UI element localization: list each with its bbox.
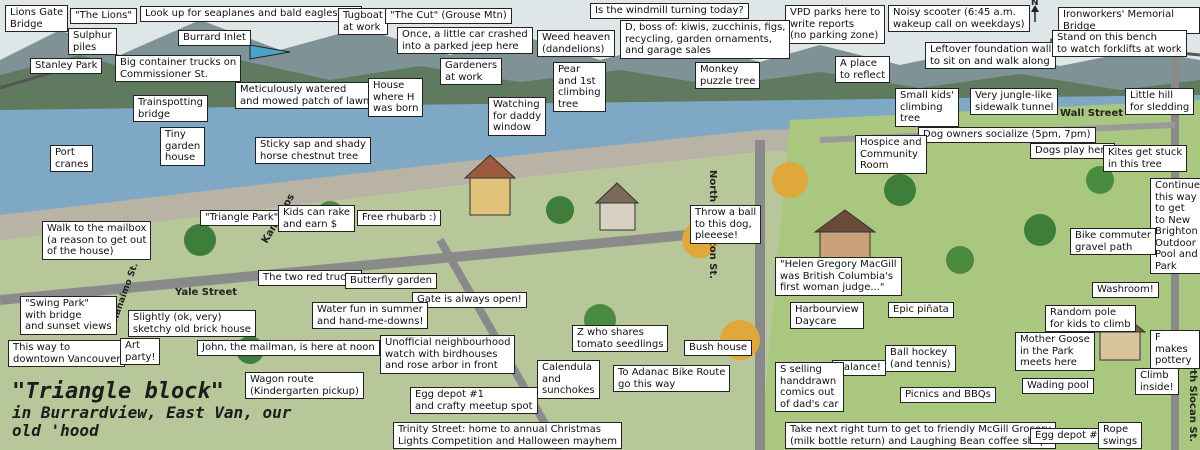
compass-arrowhead-icon — [1031, 5, 1039, 12]
label-mailman: John, the mailman, is here at noon — [197, 340, 380, 356]
label-butterfly: Butterfly garden — [345, 273, 437, 289]
label-bush-house: Bush house — [684, 340, 753, 356]
label-washroom: Washroom! — [1092, 282, 1159, 298]
label-d-boss: D, boss of: kiwis, zucchinis, figs, recy… — [620, 20, 791, 59]
label-monkey-puzzle: Monkey puzzle tree — [695, 62, 761, 89]
label-the-cut: "The Cut" (Grouse Mtn) — [385, 8, 512, 24]
label-water-fun: Water fun in summer and hand-me-downs! — [312, 302, 429, 329]
label-weed-heaven: Weed heaven (dandelions) — [537, 30, 616, 57]
label-random-pole: Random pole for kids to climb — [1045, 305, 1136, 332]
house-roof — [594, 182, 640, 204]
map-title-line-2: in Burrardview, East Van, our old 'hood — [12, 403, 292, 440]
tree — [184, 224, 216, 256]
label-egg-depot-1: Egg depot #1 and crafty meetup spot — [410, 387, 538, 414]
label-rope-swings: Rope swings — [1098, 422, 1143, 449]
tree — [884, 174, 916, 206]
label-burrard-inlet: Burrard Inlet — [178, 30, 251, 46]
label-foundation-wall: Leftover foundation wall to sit on and w… — [925, 42, 1057, 69]
tree — [1024, 214, 1056, 246]
label-windmill: Is the windmill turning today? — [590, 3, 749, 19]
seaplane-icon — [249, 44, 291, 60]
label-ironworkers: Ironworkers' Memorial Bridge — [1058, 7, 1200, 34]
label-s-comics: S selling handdrawn comics out of dad's … — [775, 362, 844, 412]
label-egg-depot-2: Egg depot #2 — [1030, 428, 1109, 444]
label-ball-hockey: Ball hockey (and tennis) — [885, 345, 956, 372]
fieldhouse — [1099, 329, 1141, 361]
label-wagon: Wagon route (Kindergarten pickup) — [245, 372, 364, 399]
label-little-hill: Little hill for sledding — [1125, 88, 1195, 115]
label-lawn: Meticulously watered and mowed patch of … — [235, 82, 375, 109]
label-trainspotting: Trainspotting bridge — [133, 95, 208, 122]
label-container-trucks: Big container trucks on Commissioner St. — [115, 55, 242, 82]
tree — [946, 246, 974, 274]
yale-street-road — [0, 225, 741, 305]
label-helen: "Helen Gregory MacGill was British Colum… — [775, 257, 902, 296]
label-free-rhubarb: Free rhubarb :) — [357, 210, 442, 226]
hospice-building — [819, 229, 871, 261]
tree — [546, 196, 574, 224]
label-house-born: House where H was born — [368, 78, 424, 117]
label-small-kids-tree: Small kids' climbing tree — [895, 88, 959, 127]
house — [469, 174, 511, 216]
label-swing-park: "Swing Park" with bridge and sunset view… — [20, 296, 117, 335]
label-picnics: Picnics and BBQs — [900, 387, 996, 403]
label-stand-bench: Stand on this bench to watch forklifts a… — [1052, 30, 1187, 57]
house-roof — [463, 154, 517, 179]
label-lions-gate: Lions Gate Bridge — [5, 5, 69, 32]
label-climb-inside: Climb inside! — [1135, 368, 1179, 395]
label-walk-mailbox: Walk to the mailbox (a reason to get out… — [42, 221, 152, 260]
label-gardeners: Gardeners at work — [440, 58, 503, 85]
label-pear-tree: Pear and 1st climbing tree — [553, 62, 606, 112]
wall-street-label: Wall Street — [1060, 108, 1124, 119]
label-seaplanes: Look up for seaplanes and bald eagles to… — [140, 6, 362, 22]
label-downtown: This way to downtown Vancouver — [8, 340, 126, 367]
label-daddy-window: Watching for daddy window — [488, 97, 547, 136]
label-kids-rake: Kids can rake and earn $ — [278, 205, 356, 232]
label-art-party: Art party! — [120, 338, 161, 365]
label-wading: Wading pool — [1022, 378, 1094, 394]
house — [599, 199, 636, 231]
label-dogs-play: Dogs play here — [1030, 143, 1116, 159]
label-mcgill: Take next right turn to get to friendly … — [785, 422, 1057, 449]
label-f-pottery: F makes pottery — [1150, 330, 1200, 369]
tree — [772, 162, 808, 198]
label-sulphur: Sulphur piles — [68, 28, 117, 55]
yale-street-label: Yale Street — [175, 287, 238, 298]
label-mother-goose: Mother Goose in the Park meets here — [1015, 332, 1095, 371]
label-harbourview: Harbourview Daycare — [790, 302, 864, 329]
compass-north-label: N — [1031, 0, 1039, 8]
label-trinity: Trinity Street: home to annual Christmas… — [393, 422, 623, 449]
label-stanley-park: Stanley Park — [30, 58, 103, 74]
map-title: "Triangle block" in Burrardview, East Va… — [12, 379, 292, 440]
label-continue-way: Continue this way to get to New Brighton… — [1150, 178, 1200, 274]
label-triangle-park: "Triangle Park" — [200, 210, 284, 226]
map-title-line-1: "Triangle block" — [12, 379, 224, 404]
label-kites: Kites get stuck in this tree — [1103, 145, 1188, 172]
label-hospice: Hospice and Community Room — [855, 135, 927, 174]
label-port-cranes: Port cranes — [50, 145, 94, 172]
label-calendula: Calendula and sunchokes — [537, 360, 600, 399]
label-pinata: Epic piñata — [888, 302, 954, 318]
label-bike-path: Bike commuter gravel path — [1070, 228, 1157, 255]
tree — [1086, 166, 1114, 194]
label-place-reflect: A place to reflect — [835, 56, 891, 83]
label-dog-owners: Dog owners socialize (5pm, 7pm) — [918, 127, 1096, 143]
label-gate-open: Gate is always open! — [412, 292, 527, 308]
label-throw-ball: Throw a ball to this dog, pleeese! — [690, 205, 762, 244]
hospice-roof — [813, 209, 877, 233]
label-scooter: Noisy scooter (6:45 a.m. wakeup call on … — [888, 5, 1030, 32]
label-vpd: VPD parks here to write reports (no park… — [785, 5, 886, 44]
label-adanac: To Adanac Bike Route go this way — [613, 365, 731, 392]
label-tiny-garden: Tiny garden house — [160, 127, 206, 166]
label-jungle-tunnel: Very jungle-like sidewalk tunnel — [970, 88, 1059, 115]
label-z-tomato: Z who shares tomato seedlings — [572, 325, 669, 352]
label-sticky-sap: Sticky sap and shady horse chestnut tree — [255, 137, 371, 164]
label-little-car: Once, a little car crashed into a parked… — [397, 27, 533, 54]
label-tugboat: Tugboat at work — [338, 8, 388, 35]
label-birdhouses: Unofficial neighbourhood watch with bird… — [380, 335, 516, 374]
label-the-lions: "The Lions" — [70, 8, 137, 24]
label-old-brick: Slightly (ok, very) sketchy old brick ho… — [128, 310, 256, 337]
